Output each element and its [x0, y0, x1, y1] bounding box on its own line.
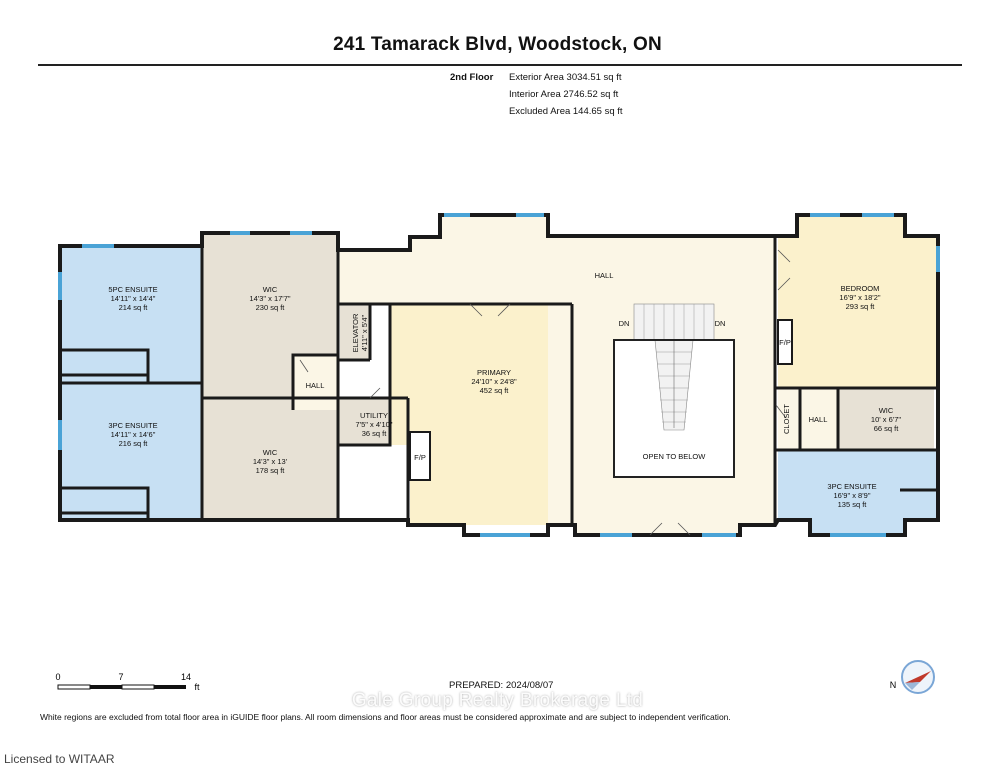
fill-bedroom [778, 215, 938, 388]
scale-tick-7: 7 [118, 672, 123, 682]
scale-segment [154, 685, 186, 689]
fill-3pc-ensuite-east [778, 450, 938, 535]
area-5pc-ensuite: 214 sq ft [119, 303, 149, 312]
compass-needle-tail [905, 682, 920, 690]
scale-segment [90, 685, 122, 689]
fireplace-bedroom [777, 319, 793, 365]
door [469, 303, 511, 317]
fill-elevator [340, 304, 370, 359]
dims-utility: 7'5" x 4'10" [356, 420, 393, 429]
fill-5pc-ensuite [60, 246, 202, 383]
interior-walls [60, 233, 938, 525]
windows [58, 213, 940, 537]
label-bedroom: BEDROOM [841, 284, 880, 293]
dims-wic-south: 14'3" x 13' [253, 457, 288, 466]
dims-elevator: 4'11" x 5'4" [360, 314, 369, 351]
label-fireplace-bedroom: F/P [779, 338, 791, 347]
plan-title: 241 Tamarack Blvd, Woodstock, ON [333, 34, 662, 55]
watermark: Gale Group Realty Brokerage Ltd [351, 690, 644, 711]
door [777, 249, 791, 291]
label-3pc-ensuite-east: 3PC ENSUITE [827, 482, 876, 491]
label-utility: UTILITY [360, 411, 388, 420]
label-closet: CLOSET [782, 404, 791, 434]
door [299, 359, 309, 373]
fill-primary [390, 304, 548, 525]
area-wic-south: 178 sq ft [256, 466, 286, 475]
fill-closet [778, 388, 800, 450]
fill-wic-south [202, 398, 338, 520]
fireplace-primary [409, 431, 431, 481]
prepared-date: PREPARED: 2024/08/07 [449, 680, 554, 691]
compass-north-label: N [890, 680, 897, 690]
label-fireplace-primary: F/P [414, 453, 426, 462]
doors [299, 249, 791, 536]
exterior-area: Exterior Area 3034.51 sq ft [509, 72, 622, 83]
area-bedroom: 293 sq ft [846, 302, 876, 311]
door [369, 387, 381, 399]
interior-area: Interior Area 2746.52 sq ft [509, 89, 619, 100]
compass-needle [905, 671, 931, 683]
fill-small-hall [293, 355, 338, 410]
label-right-hall: HALL [809, 415, 828, 424]
scale-segment [121, 684, 155, 690]
label-primary: PRIMARY [477, 368, 511, 377]
wall [338, 302, 392, 447]
dims-3pc-ensuite-west: 14'11" x 14'6" [111, 430, 156, 439]
excluded-area: Excluded Area 144.65 sq ft [509, 106, 623, 117]
fill-right-hall [800, 388, 838, 450]
label-elevator: ELEVATOR [351, 313, 360, 352]
scale-tick-0: 0 [55, 672, 60, 682]
label-main-hall: HALL [595, 271, 614, 280]
dims-bedroom: 16'9" x 18'2" [839, 293, 880, 302]
label-stair-dn-right: DN [715, 319, 726, 328]
scale-tick-14: 14 [181, 672, 191, 682]
area-wic-north: 230 sq ft [256, 303, 286, 312]
fill-3pc-ensuite-west [60, 383, 202, 520]
open-to-below-outline [613, 339, 735, 478]
wall [291, 353, 338, 410]
dims-3pc-ensuite-east: 16'9" x 8'9" [834, 491, 871, 500]
label-wic-north: WIC [263, 285, 278, 294]
fill-wic-east [838, 388, 934, 450]
label-5pc-ensuite: 5PC ENSUITE [108, 285, 157, 294]
door [775, 404, 787, 419]
floor-label: 2nd Floor [450, 72, 494, 83]
label-small-hall: HALL [306, 381, 325, 390]
stair-treads [643, 304, 705, 428]
wall [60, 486, 150, 520]
license-note: Licensed to WITAAR [4, 752, 115, 766]
label-open-to-below: OPEN TO BELOW [643, 452, 707, 461]
dims-wic-north: 14'3" x 17'7" [249, 294, 290, 303]
scale-bar: 0 7 14 ft [55, 672, 200, 692]
label-3pc-ensuite-west: 3PC ENSUITE [108, 421, 157, 430]
door [649, 522, 691, 536]
wall [60, 348, 150, 383]
label-wic-south: WIC [263, 448, 278, 457]
area-3pc-ensuite-west: 216 sq ft [119, 439, 149, 448]
scale-segment [57, 684, 91, 690]
dims-5pc-ensuite: 14'11" x 14'4" [111, 294, 156, 303]
label-wic-east: WIC [879, 406, 894, 415]
scale-unit: ft [194, 682, 200, 692]
room-fills [60, 215, 938, 535]
dims-primary: 24'10" x 24'8" [471, 377, 517, 386]
area-primary: 452 sq ft [480, 386, 510, 395]
area-utility: 36 sq ft [362, 429, 388, 438]
area-wic-east: 66 sq ft [874, 424, 900, 433]
area-3pc-ensuite-east: 135 sq ft [838, 500, 868, 509]
compass: N [890, 660, 935, 694]
label-stair-dn-left: DN [619, 319, 630, 328]
dims-wic-east: 10' x 6'7" [871, 415, 901, 424]
disclaimer: White regions are excluded from total fl… [40, 712, 731, 722]
title-rule [38, 64, 962, 66]
